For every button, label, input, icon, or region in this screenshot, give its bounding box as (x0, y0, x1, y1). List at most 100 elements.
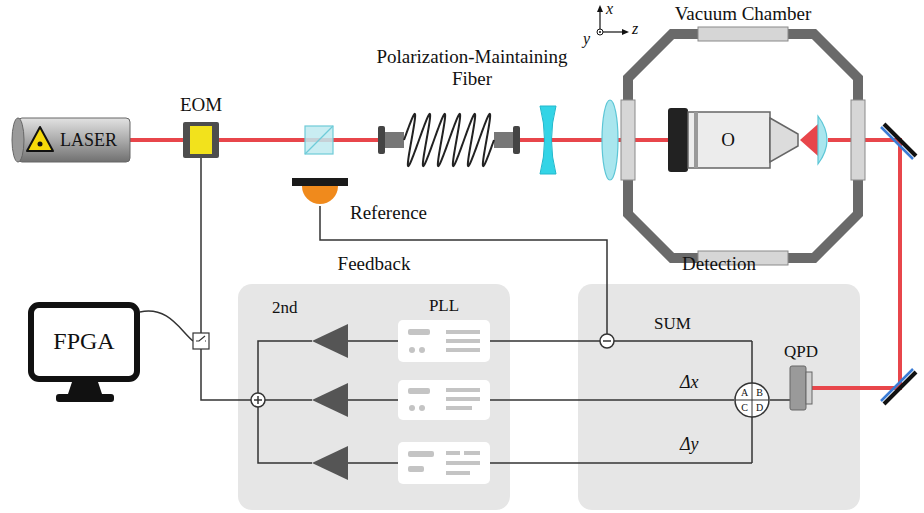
pll-glyph (419, 347, 425, 353)
laser-beam (130, 138, 183, 142)
node-label: EOM (180, 94, 222, 116)
pm-fiber: Polarization-Maintaining Fiber (378, 108, 520, 172)
chamber-window (698, 27, 788, 41)
beam-splitter-diagonal (305, 126, 333, 154)
detection-panel: DetectionABCDQPD (578, 284, 860, 510)
laser-end (12, 118, 24, 162)
objective-lens: O (668, 108, 802, 172)
mirror (884, 372, 916, 404)
eom-crystal-core (190, 126, 212, 154)
panel-background (578, 284, 860, 510)
node-label: D (756, 402, 763, 414)
collection-lens (818, 116, 827, 164)
chamber-window (621, 100, 635, 180)
add-junction (251, 393, 265, 407)
qpd-face (806, 372, 812, 404)
qpd-detector-shape (790, 366, 812, 410)
mirror (884, 124, 916, 156)
pll-glyph (408, 451, 434, 457)
node-label: C (741, 402, 748, 414)
pm-fiber-shape (378, 108, 520, 172)
objective-tip (770, 118, 798, 162)
plus-sign (257, 396, 259, 404)
laser-beam (219, 138, 378, 142)
pll-glyph (464, 451, 480, 455)
node-label: FPGA (53, 328, 114, 356)
warning-sign (38, 142, 43, 147)
pll-glyph (408, 466, 424, 472)
pll-unit-shape (398, 320, 490, 362)
qpd-body (790, 366, 806, 410)
beam-splitter (305, 126, 333, 154)
fpga-monitor: FPGA (28, 302, 140, 382)
pll-glyph (409, 405, 415, 411)
qpd-quadrants-shape (734, 382, 770, 418)
switch-box (193, 333, 209, 349)
beam-splitter-cube (305, 126, 333, 154)
steering-mirrors (881, 124, 916, 404)
quadrant-outline (735, 383, 769, 417)
panel-background (238, 284, 510, 510)
feedback-panel: FeedbackPLL (238, 284, 510, 510)
node-label: O (721, 129, 735, 151)
convex-lens (602, 100, 618, 180)
laser-body (18, 118, 130, 162)
objective-mount (668, 108, 688, 172)
quadrant-divider (752, 383, 753, 417)
reference-photodiode: Reference (292, 178, 348, 208)
monitor-neck (68, 382, 102, 394)
axis-origin (599, 31, 601, 33)
vacuum-chamber: Vacuum ChamberO (628, 34, 858, 258)
fiber-coil (404, 114, 494, 166)
objective-body (688, 112, 770, 168)
monitor-stand (56, 382, 114, 402)
subtract-junction (600, 334, 614, 348)
pll-glyph (446, 406, 472, 410)
dy-wire (490, 462, 752, 464)
gain-label: 2nd (272, 298, 298, 318)
pll-glyph (446, 330, 480, 334)
switch-symbol (196, 336, 206, 341)
node-label: A (741, 387, 748, 399)
node-label: Detection (682, 253, 756, 275)
node-label: QPD (784, 342, 818, 362)
axis-label: z (632, 20, 638, 38)
axis-arrowhead (622, 29, 629, 35)
chamber-wall (628, 34, 858, 258)
node-label: Feedback (338, 253, 411, 275)
pll-unit: PLL (398, 320, 490, 362)
node-label: Polarization-Maintaining Fiber (362, 46, 582, 90)
focused-beam (800, 124, 818, 156)
qpd-quadrants: ABCD (734, 382, 770, 418)
signal-label: Δx (680, 372, 699, 393)
sum-wire (490, 340, 752, 342)
pll-glyph (446, 388, 480, 392)
node-label: PLL (429, 296, 459, 316)
photodiode-sensor (302, 186, 338, 204)
node-label: Vacuum Chamber (675, 3, 812, 25)
node-label: B (756, 387, 763, 399)
monitor-frame (31, 305, 137, 379)
pll-glyph (446, 397, 480, 401)
concave-lens (540, 106, 556, 174)
node-label: Reference (350, 202, 427, 224)
axis-origin (597, 29, 603, 35)
chamber-window (851, 100, 865, 180)
fiber-connector (385, 132, 404, 148)
pll-glyph (408, 329, 430, 335)
eom-housing (183, 122, 219, 158)
feedback-switch (193, 333, 209, 349)
pll-glyph (446, 471, 470, 475)
pll-glyph (408, 388, 430, 394)
photodiode-mount (292, 178, 348, 186)
qpd-detector: QPD (790, 366, 812, 410)
axis-label: x (606, 0, 613, 18)
pll-box (398, 320, 490, 362)
eom-modulator-shape (183, 122, 219, 158)
qpd-link-wire (770, 399, 790, 401)
reference-photodiode-shape (292, 178, 348, 208)
signal-label: SUM (654, 314, 691, 334)
warning-sign (27, 127, 53, 151)
fiber-connector (494, 132, 513, 148)
